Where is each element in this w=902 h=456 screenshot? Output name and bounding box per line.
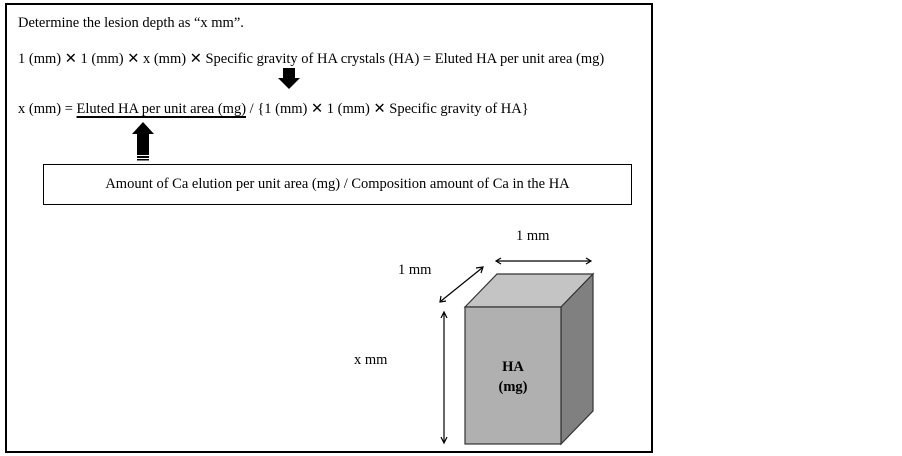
dimension-arrows — [439, 257, 593, 445]
equation-2-prefix: x (mm) = — [18, 101, 77, 117]
width-label: 1 mm — [516, 228, 550, 244]
eluted-ha-term: Eluted HA per unit area (mg) — [76, 101, 247, 117]
width-arrow-icon — [494, 257, 593, 265]
cube-label-line1: HA — [502, 359, 524, 375]
cube-front-face — [464, 306, 562, 445]
up-arrow-icon — [132, 122, 154, 161]
diagram-frame — [5, 3, 653, 453]
ha-cube — [463, 272, 595, 446]
equation-2: x (mm) = Eluted HA per unit area (mg) / … — [18, 101, 529, 118]
depth-arrow-icon — [439, 266, 484, 303]
ca-elution-box: Amount of Ca elution per unit area (mg) … — [43, 164, 632, 205]
down-arrow-icon — [278, 68, 300, 89]
cube-label: HA (mg) — [465, 357, 561, 397]
intro-text: Determine the lesion depth as “x mm”. — [18, 15, 244, 31]
height-label: x mm — [354, 352, 388, 368]
equation-2-suffix: / {1 (mm) ✕ 1 (mm) ✕ Specific gravity of… — [246, 101, 529, 117]
cube-label-line2: (mg) — [498, 379, 528, 395]
equation-1: 1 (mm) ✕ 1 (mm) ✕ x (mm) ✕ Specific grav… — [18, 51, 605, 67]
depth-label: 1 mm — [398, 262, 432, 278]
height-arrow-icon — [440, 310, 448, 445]
